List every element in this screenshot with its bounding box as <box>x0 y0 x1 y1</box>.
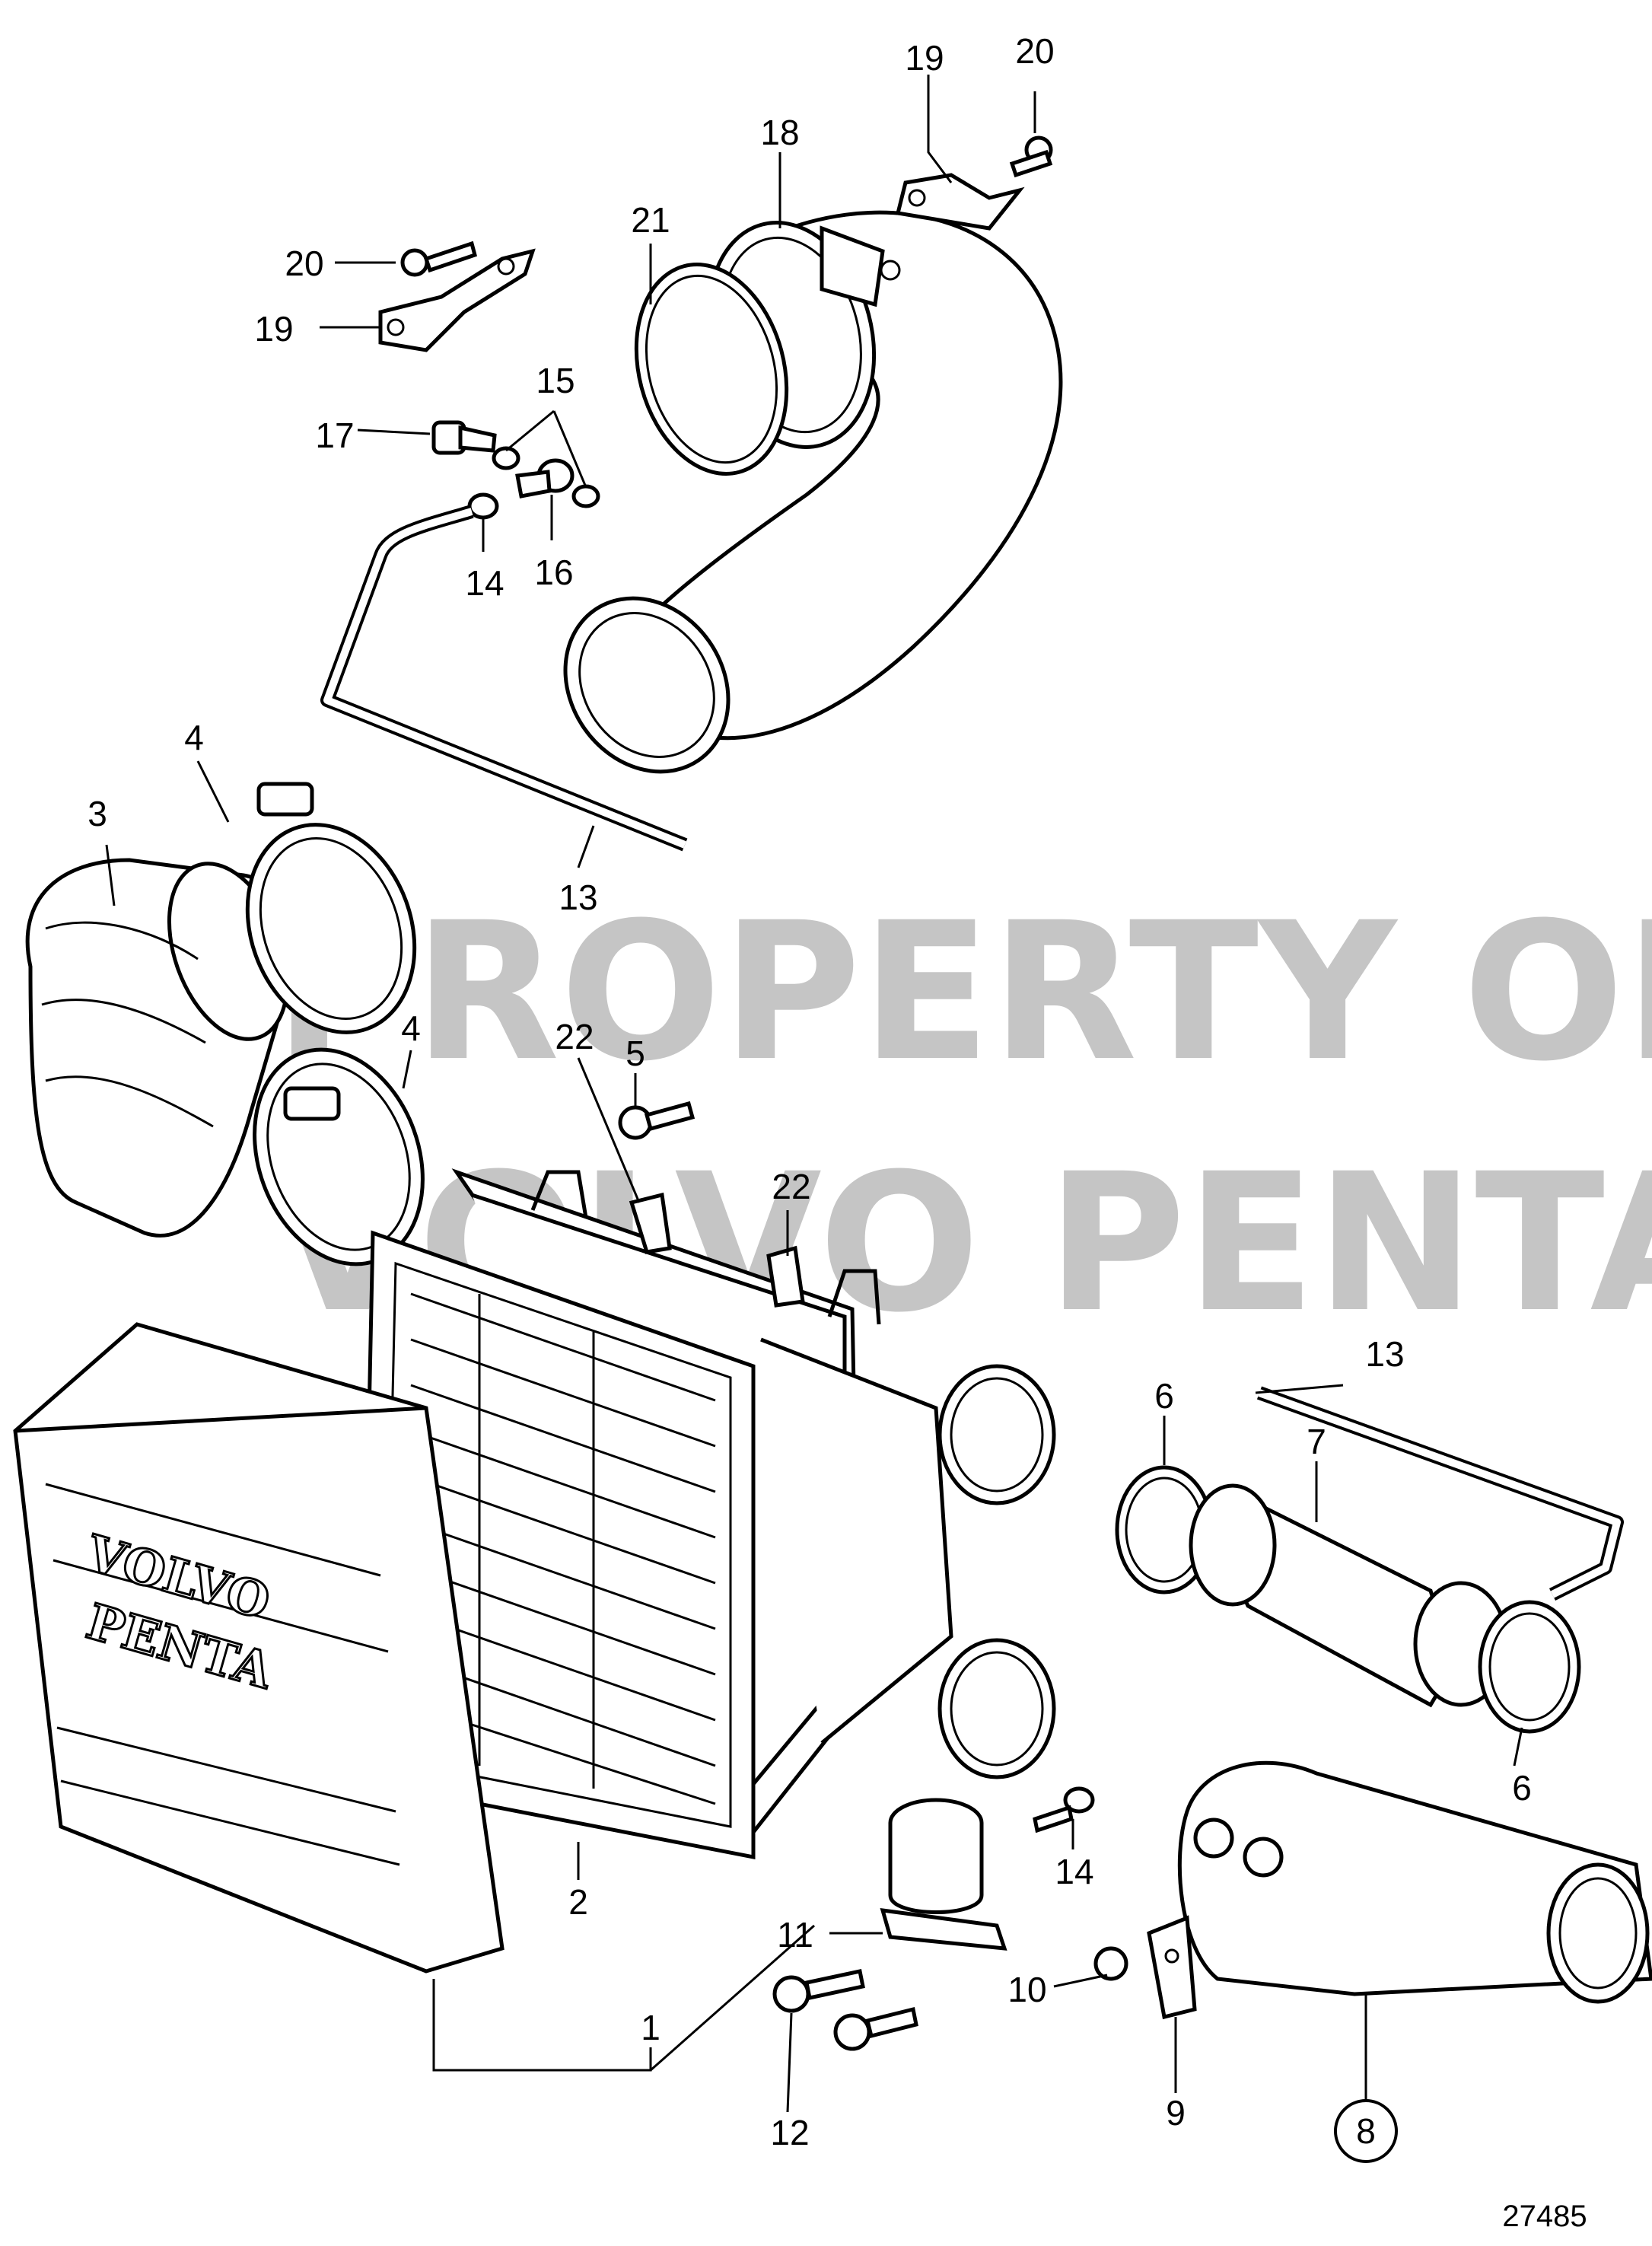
bracket-19-left <box>378 248 536 352</box>
callout-18: 18 <box>760 113 799 152</box>
callout-3: 3 <box>88 794 107 833</box>
callout-20-top: 20 <box>1015 31 1054 71</box>
callout-19-top: 19 <box>905 38 944 78</box>
o-ring-21 <box>634 263 789 476</box>
banjo-fitting-16 <box>515 458 575 499</box>
hose-clamp-4-lower <box>253 1047 425 1266</box>
vent-pipe-13 <box>320 505 1624 1601</box>
watermark: PROPERTY OF VOLVO PENTA <box>274 881 1652 1354</box>
callout-15: 15 <box>536 361 575 400</box>
callout-9: 9 <box>1166 2093 1186 2133</box>
callouts: 19 20 18 21 20 19 15 17 16 14 4 3 13 4 2… <box>88 31 1532 2163</box>
callout-16: 16 <box>534 553 573 592</box>
callout-14-top: 14 <box>465 563 504 603</box>
callout-6-right: 6 <box>1512 1768 1532 1808</box>
callout-21: 21 <box>631 200 670 240</box>
bracket-19-right <box>895 173 1025 231</box>
sensor-11 <box>880 1798 1007 1951</box>
elbow-hose-18 <box>563 210 1063 774</box>
callout-4-lower: 4 <box>401 1008 421 1048</box>
callout-12: 12 <box>770 2113 809 2152</box>
clamp-14-top <box>467 492 499 520</box>
clip-22-right <box>766 1245 805 1308</box>
callout-2: 2 <box>568 1882 588 1922</box>
document-number: 27485 <box>1502 2200 1587 2233</box>
callout-8-circled: 8 <box>1334 2099 1398 2163</box>
callout-13-right: 13 <box>1365 1334 1404 1374</box>
seal-6-right <box>1478 1600 1581 1734</box>
bolts-12 <box>772 1969 918 2051</box>
callout-5: 5 <box>625 1034 645 1073</box>
watermark-line1: PROPERTY OF <box>274 881 1652 1103</box>
bolt-20-right <box>1009 135 1053 178</box>
callout-11: 11 <box>777 1915 813 1954</box>
banjo-bolt-17 <box>431 420 497 455</box>
filter-cover: VOLVO PENTA <box>13 1322 505 1974</box>
callout-14-lower: 14 <box>1055 1852 1093 1891</box>
callout-13-top: 13 <box>559 878 597 917</box>
callout-8: 8 <box>1356 2111 1376 2151</box>
clip-22-left <box>629 1192 672 1254</box>
callout-17: 17 <box>315 416 354 455</box>
callout-22-left: 22 <box>555 1017 594 1056</box>
callout-22-right: 22 <box>772 1167 810 1206</box>
callout-6-left: 6 <box>1154 1376 1174 1416</box>
callout-19-left: 19 <box>254 309 293 349</box>
hose-clamp-4-upper <box>245 782 417 1034</box>
tube-7 <box>1189 1483 1509 1708</box>
callout-10: 10 <box>1007 1970 1046 2009</box>
outlet-pipe-8 <box>1177 1760 1652 2004</box>
bolt-20-left <box>400 241 478 277</box>
bracket-9 <box>1147 1915 1197 2020</box>
clamp-14-lower <box>1033 1786 1095 1833</box>
callout-1: 1 <box>641 2008 660 2047</box>
callout-4-top: 4 <box>184 718 204 757</box>
callout-20-left: 20 <box>285 244 323 283</box>
callout-7: 7 <box>1307 1422 1326 1461</box>
leader-lines <box>105 75 1523 2113</box>
nut-10 <box>1093 1946 1128 1981</box>
